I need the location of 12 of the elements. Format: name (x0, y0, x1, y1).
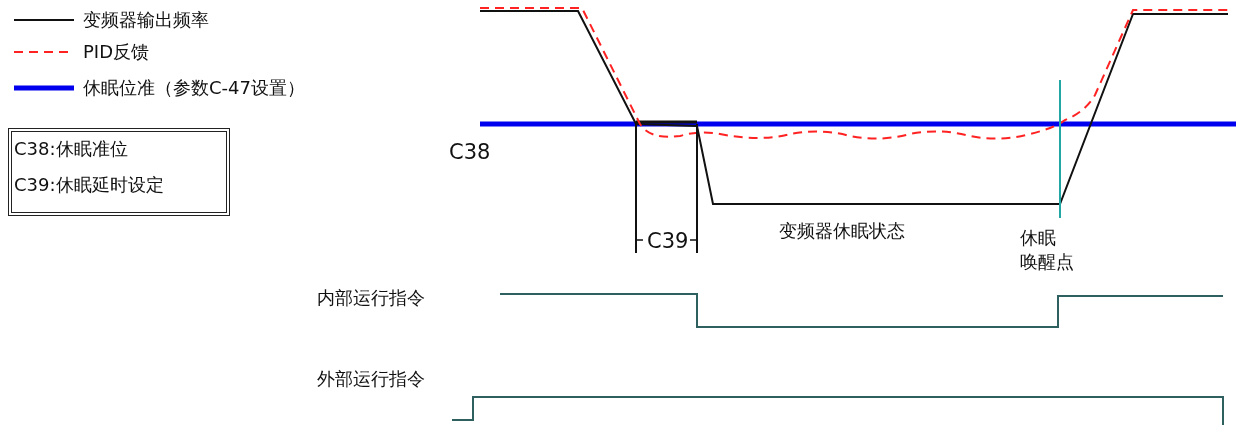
wake-point-label: 休眠唤醒点 (1020, 226, 1074, 274)
legend-label: 变频器输出频率 (83, 9, 209, 31)
definition-box (8, 128, 230, 216)
sleep-state-label: 变频器休眠状态 (779, 220, 905, 242)
legend-label: 休眠位准（参数C-47设置） (83, 77, 305, 99)
definition-text: C38:休眠准位 (14, 138, 128, 160)
legend-label: PID反馈 (83, 41, 150, 63)
level-label: C38 (449, 141, 491, 163)
signal-name: 外部运行指令 (317, 368, 425, 390)
definition-text: C39:休眠延时设定 (14, 174, 164, 196)
signal-name: 内部运行指令 (317, 287, 425, 309)
delay-label: C39 (647, 230, 689, 252)
